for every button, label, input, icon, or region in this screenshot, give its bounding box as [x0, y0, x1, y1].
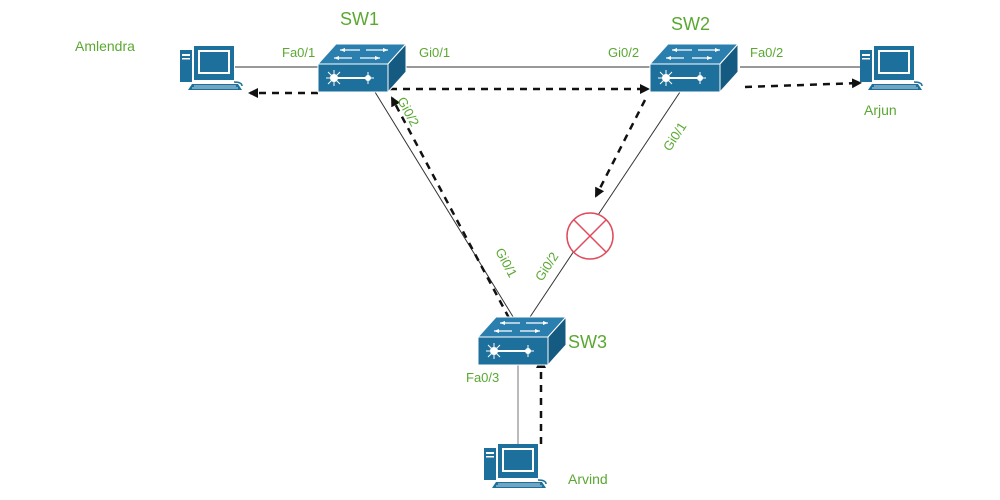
host-label-arjun: Arjun: [864, 102, 897, 118]
flow-sw2-to-arjun: [744, 78, 862, 89]
switch-sw3[interactable]: [477, 316, 567, 366]
port-label-sw3-fa03: Fa0/3: [466, 370, 499, 385]
switch-icon: [649, 43, 739, 93]
switch-label-sw2: SW2: [671, 14, 710, 34]
switch-icon: [477, 316, 567, 366]
host-label-arvind: Arvind: [568, 471, 608, 487]
switch-label-sw3: SW3: [568, 332, 607, 352]
port-label-sw1-gi01: Gi0/1: [419, 45, 450, 60]
host-arvind[interactable]: [483, 443, 547, 489]
port-label-sw3-gi01: Gi0/1: [492, 245, 520, 279]
flow-sw3-to-sw1: [390, 96, 511, 319]
link-sw2-sw3: [527, 91, 681, 321]
pc-icon: [179, 45, 243, 91]
blocked-port-icon: [566, 212, 614, 260]
link-sw1-sw3: [374, 91, 516, 321]
port-label-sw2-gi02: Gi0/2: [608, 45, 639, 60]
port-label-sw2-fa02: Fa0/2: [750, 45, 783, 60]
pc-icon: [859, 45, 923, 91]
flow-sw2-to-blocked: [594, 99, 647, 198]
host-label-amlendra: Amlendra: [75, 38, 135, 54]
host-amlendra[interactable]: [179, 45, 243, 91]
switch-sw1[interactable]: [317, 43, 407, 93]
pc-icon: [483, 443, 547, 489]
host-arjun[interactable]: [859, 45, 923, 91]
switch-label-sw1: SW1: [340, 9, 379, 29]
switch-icon: [317, 43, 407, 93]
port-label-sw3-gi02: Gi0/2: [532, 249, 562, 283]
port-label-sw1-fa01: Fa0/1: [282, 45, 315, 60]
port-label-sw2-gi01: Gi0/1: [660, 119, 690, 153]
switch-sw2[interactable]: [649, 43, 739, 93]
